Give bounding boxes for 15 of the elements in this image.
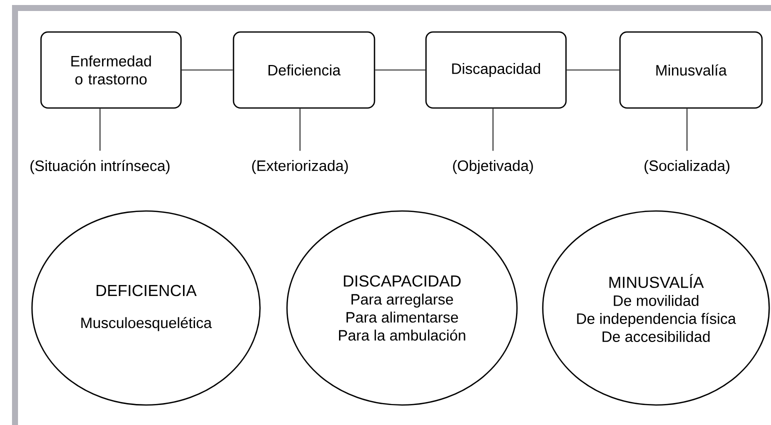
connector-line xyxy=(299,108,301,151)
connector-line xyxy=(566,69,620,71)
process-box: Minusvalía xyxy=(619,31,763,109)
caption-text: (Objetivada) xyxy=(453,160,533,174)
connector-line xyxy=(375,69,426,71)
connector-line xyxy=(182,69,233,71)
process-box: Enfermedad o trastorno xyxy=(40,31,182,109)
caption-text: (Situación intrínseca) xyxy=(30,160,170,174)
caption-text: (Socializada) xyxy=(644,160,730,174)
process-box: Discapacidad xyxy=(425,31,567,109)
process-box: Deficiencia xyxy=(232,31,376,109)
connector-line xyxy=(99,108,101,151)
caption-text: (Exteriorizada) xyxy=(252,160,348,174)
connector-line xyxy=(492,108,494,151)
connector-line xyxy=(686,108,688,151)
